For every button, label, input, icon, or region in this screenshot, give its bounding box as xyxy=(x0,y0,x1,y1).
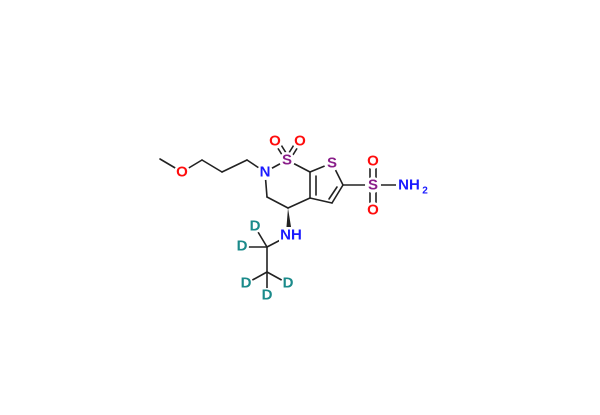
atom-label: D xyxy=(283,275,294,292)
atom-n-ring: N xyxy=(257,164,273,181)
atom-label: O xyxy=(367,153,379,170)
atom-s-thiophene: S xyxy=(324,155,340,172)
atom-d-4: D xyxy=(281,275,295,292)
atom-label: D xyxy=(262,287,273,304)
atom-label: O xyxy=(176,164,188,181)
atom-d-2: D xyxy=(235,238,249,255)
atom-s-ring: S xyxy=(279,152,295,169)
atom-o-sulfonamide-2: O xyxy=(365,202,381,219)
atom-label: S xyxy=(327,155,337,172)
atom-labels: O N S O O S S O O NH 2 NH D D D D D xyxy=(174,133,428,304)
atom-label: O xyxy=(367,202,379,219)
atom-label: N xyxy=(260,164,271,181)
atom-subscript: 2 xyxy=(422,186,428,197)
atom-label: NH xyxy=(280,227,302,244)
atom-label: O xyxy=(269,133,281,150)
atom-o-sulfonyl-1: O xyxy=(267,133,283,150)
atom-label: S xyxy=(282,152,292,169)
atom-label: O xyxy=(294,133,306,150)
atom-nh2: NH 2 xyxy=(396,176,428,197)
atom-o-ether: O xyxy=(174,164,190,181)
atom-s-sulfonamide: S xyxy=(365,177,381,194)
atom-label: S xyxy=(368,177,378,194)
atom-label: D xyxy=(237,238,248,255)
atom-o-sulfonyl-2: O xyxy=(292,133,308,150)
atom-o-sulfonamide-1: O xyxy=(365,153,381,170)
atom-label: D xyxy=(241,275,252,292)
atom-nh: NH xyxy=(279,227,303,244)
atom-label: NH xyxy=(398,177,420,194)
atom-label: D xyxy=(250,218,261,235)
atom-d-5: D xyxy=(260,287,274,304)
atom-d-1: D xyxy=(248,218,262,235)
atom-d-3: D xyxy=(239,275,253,292)
